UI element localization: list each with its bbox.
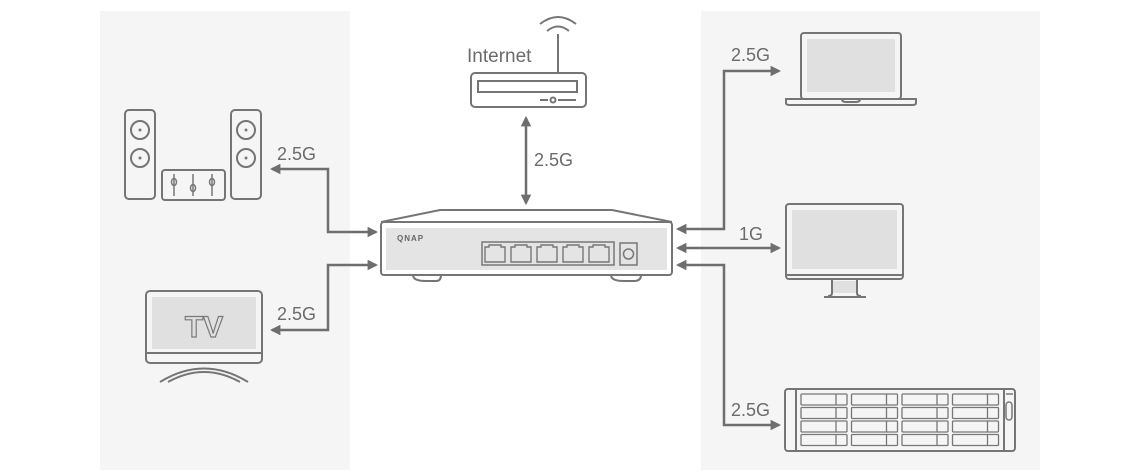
router-link-speed: 2.5G xyxy=(534,150,573,170)
drive-bay xyxy=(951,420,1000,433)
drive-bay xyxy=(901,433,949,447)
drive-bay xyxy=(800,420,848,433)
drive-bay xyxy=(800,393,848,406)
nas-bays xyxy=(800,393,1000,447)
tv-link xyxy=(269,259,379,336)
drive-bay xyxy=(901,406,949,420)
tv-screen-text: TV xyxy=(185,311,223,344)
drive-bay xyxy=(901,420,949,433)
drive-bay xyxy=(951,393,1000,406)
monitor-icon xyxy=(785,203,904,298)
ethernet-port xyxy=(484,244,506,263)
drive-bay xyxy=(901,393,949,406)
laptop-link-speed: 2.5G xyxy=(731,45,770,65)
tv-icon: TV xyxy=(145,290,263,383)
laptop-link xyxy=(675,65,782,235)
switch-ports xyxy=(484,244,610,263)
drive-bay xyxy=(951,433,1000,447)
nas-link xyxy=(675,259,782,431)
drive-bay xyxy=(850,433,899,447)
desktop-link-speed: 1G xyxy=(739,224,763,244)
laptop-icon xyxy=(785,32,917,106)
ethernet-port xyxy=(562,244,584,263)
drive-bay xyxy=(850,393,899,406)
nas-icon xyxy=(784,388,1016,452)
ethernet-port xyxy=(510,244,532,263)
router-icon xyxy=(470,72,587,108)
switch-brand: QNAP xyxy=(397,234,424,243)
drive-bay xyxy=(951,406,1000,420)
drive-bay xyxy=(850,420,899,433)
ethernet-port xyxy=(536,244,558,263)
internet-label: Internet xyxy=(467,46,532,67)
wifi-icon xyxy=(539,16,577,73)
left-panel xyxy=(100,11,350,470)
nas-link-speed: 2.5G xyxy=(731,400,770,420)
ethernet-port xyxy=(588,244,610,263)
drive-bay xyxy=(800,406,848,420)
speakers-link xyxy=(269,163,379,238)
router: Internet xyxy=(467,16,587,108)
speakers-icon xyxy=(124,109,262,201)
drive-bay xyxy=(800,433,848,447)
speakers-link-speed: 2.5G xyxy=(277,144,316,164)
network-switch-icon: QNAP xyxy=(380,209,673,282)
drive-bay xyxy=(850,406,899,420)
tv-link-speed: 2.5G xyxy=(277,304,316,324)
